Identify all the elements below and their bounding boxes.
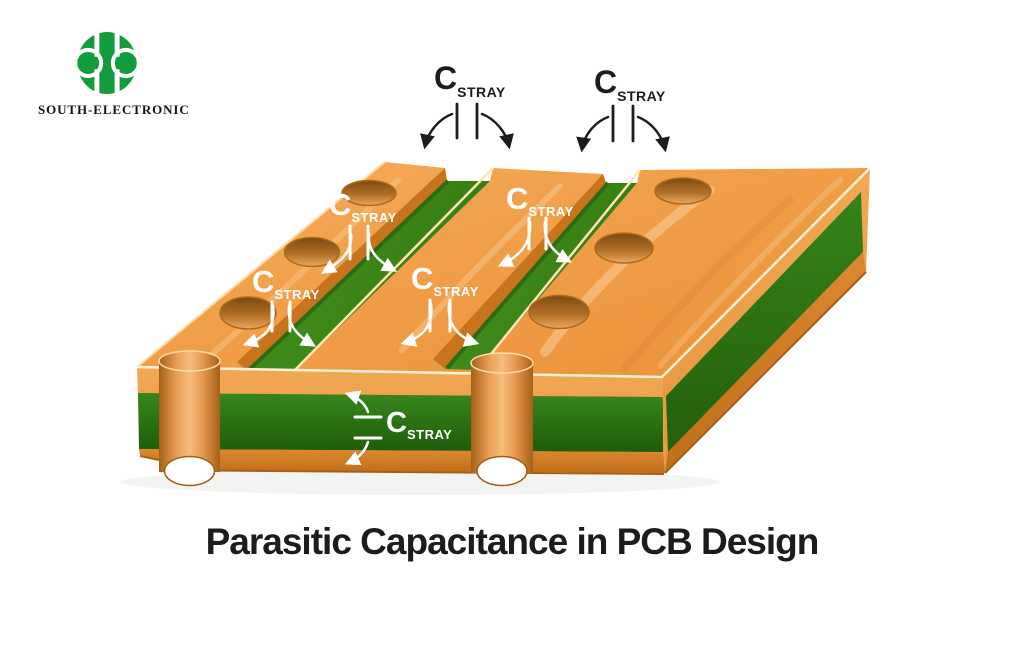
drill-holes xyxy=(219,177,712,330)
cstray-label-trace1-upper: CSTRAY xyxy=(329,187,397,225)
via-barrel-2 xyxy=(470,352,534,487)
trace2-side-wall xyxy=(433,174,606,369)
groove-2 xyxy=(445,183,637,370)
cstray-label-front-face: CSTRAY xyxy=(386,407,452,442)
page-title: Parasitic Capacitance in PCB Design xyxy=(205,521,820,562)
right-bottom-copper xyxy=(665,252,866,473)
cstray-label-trace1-lower: CSTRAY xyxy=(252,264,320,302)
hole-3 xyxy=(219,296,277,330)
brand-name: SOUTH-ELECTRONIC xyxy=(38,102,190,117)
stray-arrows-light xyxy=(242,220,573,466)
front-bottom-copper xyxy=(139,449,665,473)
hole-5 xyxy=(594,232,654,264)
cstray-label-trace2-lower: CSTRAY xyxy=(411,261,479,299)
stray-arrows-dark xyxy=(420,112,670,153)
right-substrate-band xyxy=(666,192,863,452)
hole-2 xyxy=(283,236,341,268)
hole-1 xyxy=(341,179,397,207)
cstray-label-top-1: CSTRAY xyxy=(434,60,506,100)
groove-1 xyxy=(247,181,490,372)
brand-logo: SOUTH-ELECTRONIC xyxy=(38,26,190,118)
via-barrel-1 xyxy=(158,350,221,487)
hole-6 xyxy=(528,294,590,330)
board-edge-highlight xyxy=(136,167,871,379)
hole-4 xyxy=(654,177,712,205)
cstray-label-trace2-upper: CSTRAY xyxy=(506,181,574,219)
stray-capacitor-symbols-dark xyxy=(455,102,635,143)
board-shadow xyxy=(120,469,720,495)
hh-globe-icon xyxy=(73,26,141,100)
cstray-label-top-2: CSTRAY xyxy=(594,64,666,104)
board-right-face xyxy=(662,168,870,474)
